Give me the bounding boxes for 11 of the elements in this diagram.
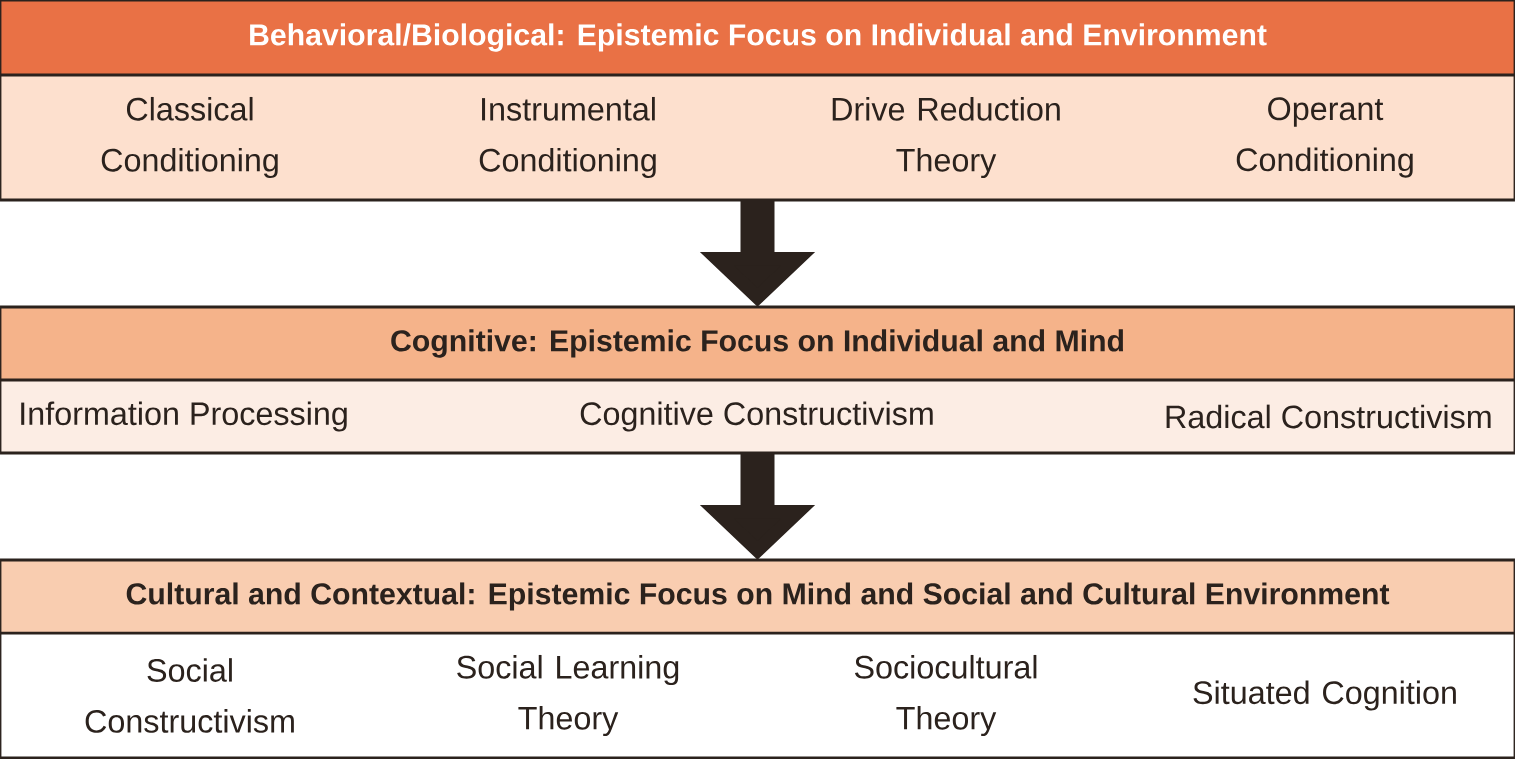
theory-label: Instrumental Conditioning [479,96,656,179]
theory-label: Drive Reduction Theory [832,96,1060,179]
theory-label: Situated Cognition [1193,680,1456,711]
theory-label: Operant Conditioning [1236,97,1413,178]
theory-label: Cognitive Constructivism [580,401,933,432]
theory-label: Social Learning Theory [457,654,679,737]
theory-label: Radical Constructivism [1166,404,1491,429]
theory-label: Classical Conditioning [101,96,278,179]
theory-label: Information Processing [21,401,347,432]
theory-label: Social Constructivism [85,658,294,733]
theory-label: Sociocultural Theory [854,654,1037,737]
